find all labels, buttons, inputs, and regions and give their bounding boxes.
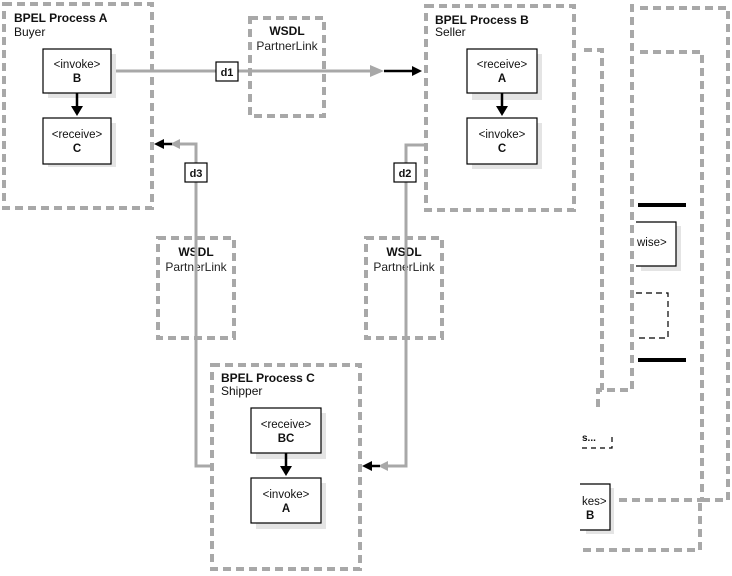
partner-link-subtitle: PartnerLink [373, 260, 435, 274]
arrow-head-gray [370, 65, 384, 77]
activity-tag: <invoke> [479, 129, 526, 141]
arrow-down-icon [496, 106, 508, 116]
message-label: d2 [399, 168, 412, 180]
arrow-head-gray [378, 461, 388, 471]
process-role: Seller [435, 25, 466, 39]
process-b: BPEL Process B Seller <receive> A <invok… [424, 4, 576, 212]
message-d2: d2 [362, 143, 428, 471]
ellipsis-label: s... [582, 433, 596, 444]
activity-target: A [282, 503, 290, 515]
connector-line [172, 142, 212, 468]
arrow-head-icon [362, 461, 372, 471]
partner-link-box [248, 16, 326, 118]
activity-target: C [73, 143, 81, 155]
background-container-inner [584, 48, 604, 390]
message-label: d1 [221, 67, 234, 79]
otherwise-box [636, 221, 677, 267]
process-a: BPEL Process A Buyer <invoke> B <receive… [2, 2, 154, 210]
activity-invoke-a [250, 477, 322, 524]
message-label: d3 [190, 168, 203, 180]
process-container [210, 363, 362, 571]
activity-target: A [498, 73, 506, 85]
process-role: Buyer [14, 25, 45, 39]
activity-tag: <invoke> [54, 59, 101, 71]
partner-link-subtitle: PartnerLink [256, 39, 318, 53]
process-container [424, 4, 576, 212]
process-title: BPEL Process C [221, 371, 315, 385]
partner-link-box [364, 236, 444, 340]
activity-target: B [73, 73, 81, 85]
background-container-mid [596, 4, 634, 410]
arrow-down-icon [280, 466, 292, 476]
process-title: BPEL Process A [14, 11, 108, 25]
message-d3: d3 [154, 139, 212, 468]
activity-target: C [498, 143, 506, 155]
process-c: BPEL Process C Shipper <receive> BC <inv… [210, 363, 362, 571]
activity-receive-c [42, 117, 112, 165]
invokes-box [580, 483, 611, 531]
partner-link-3: WSDL PartnerLink [364, 236, 444, 340]
arrow-down-icon [71, 106, 83, 116]
invokes-label-line1: kes> [582, 496, 607, 508]
process-title: BPEL Process B [435, 13, 529, 27]
partner-link-1: WSDL PartnerLink [248, 16, 326, 118]
message-badge [184, 162, 208, 183]
message-d1: d1 [114, 61, 422, 82]
activity-invoke-c [466, 117, 538, 165]
process-container [2, 2, 154, 210]
background-container-right [580, 50, 704, 502]
ellipsis-box [582, 436, 613, 449]
partner-link-title: WSDL [269, 24, 304, 38]
message-badge [215, 61, 239, 82]
activity-receive-bc [250, 407, 322, 454]
connector-line [382, 143, 428, 468]
activity-tag: <receive> [477, 59, 528, 71]
process-role: Shipper [221, 384, 262, 398]
empty-activity-box [636, 292, 669, 339]
arrow-head-icon [154, 139, 164, 149]
otherwise-label: wise> [636, 237, 667, 249]
arrow-head-icon [412, 66, 422, 76]
background-containers: wise> s... kes> B [580, 4, 730, 552]
activity-invoke-b [42, 48, 112, 94]
invokes-label-line2: B [586, 510, 594, 522]
activity-tag: <invoke> [263, 489, 310, 501]
activity-tag: <receive> [261, 419, 312, 431]
message-badge [393, 162, 417, 183]
partner-link-title: WSDL [386, 245, 421, 259]
activity-tag: <receive> [52, 129, 103, 141]
background-container-outer [580, 6, 730, 552]
arrow-head-gray [170, 139, 180, 149]
activity-target: BC [278, 433, 295, 445]
activity-receive-a [466, 48, 538, 94]
